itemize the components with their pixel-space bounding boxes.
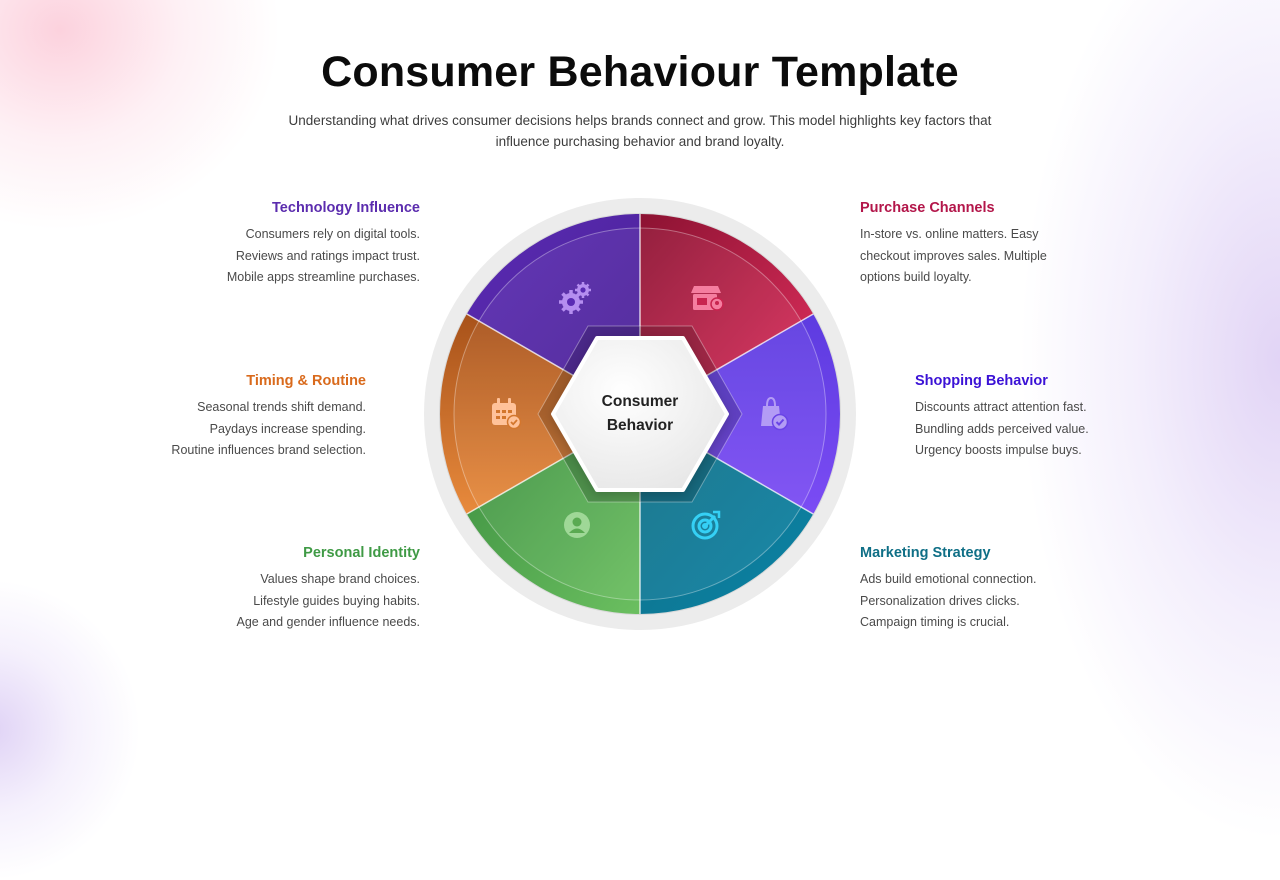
factor-shopping-behavior: Shopping Behavior Discounts attract atte… — [915, 373, 1195, 462]
page-title: Consumer Behaviour Template — [321, 48, 959, 96]
center-hexagon — [551, 336, 729, 492]
calendar-check-icon — [492, 398, 522, 430]
factor-paragraph: In-store vs. online matters. Easy checko… — [860, 227, 1047, 284]
factor-line: Age and gender influence needs. — [236, 615, 420, 629]
gears-icon — [559, 282, 591, 314]
center-label-line2: Behavior — [606, 417, 674, 434]
factor-line: Routine influences brand selection. — [171, 443, 366, 457]
consumer-behavior-wheel: Consumer Behavior — [410, 184, 870, 644]
factor-title: Personal Identity — [303, 545, 420, 561]
factor-line: Consumers rely on digital tools. — [245, 227, 420, 241]
factor-line: Urgency boosts impulse buys. — [915, 443, 1082, 457]
segment-timing-routine[interactable] — [440, 314, 640, 514]
background-violet-glow-bottom-left — [0, 580, 140, 880]
factor-title: Technology Influence — [272, 200, 420, 216]
factor-marketing-strategy: Marketing Strategy Ads build emotional c… — [860, 545, 1140, 634]
factor-line: Ads build emotional connection. — [860, 572, 1037, 586]
factor-line: Bundling adds perceived value. — [915, 421, 1089, 436]
factor-line: Seasonal trends shift demand. — [197, 400, 366, 414]
factor-purchase-channels: Purchase Channels In-store vs. online ma… — [860, 200, 1140, 289]
factor-personal-identity: Personal Identity Values shape brand cho… — [140, 545, 420, 634]
factor-timing-routine: Timing & Routine Seasonal trends shift d… — [86, 373, 366, 462]
shopping-bag-check-icon — [761, 396, 789, 431]
user-circle-icon — [564, 512, 590, 538]
factor-line: Mobile apps streamline purchases. — [226, 270, 420, 284]
factor-technology-influence: Technology Influence Consumers rely on d… — [140, 200, 420, 289]
factor-line: Campaign timing is crucial. — [860, 615, 1010, 629]
center-label-line1: Consumer — [601, 393, 679, 410]
factor-line: Values shape brand choices. — [260, 572, 420, 586]
factor-title: Purchase Channels — [860, 200, 995, 216]
factor-title: Shopping Behavior — [915, 373, 1048, 389]
factor-line: Lifestyle guides buying habits. — [253, 593, 420, 608]
factor-line: Discounts attract attention fast. — [915, 400, 1087, 414]
factor-line: Reviews and ratings impact trust. — [235, 248, 420, 263]
page-subtitle: Understanding what drives consumer decis… — [288, 113, 992, 149]
factor-line: Personalization drives clicks. — [860, 593, 1020, 608]
factor-line: Paydays increase spending. — [209, 421, 366, 436]
center-label: Consumer Behavior — [410, 390, 870, 438]
factor-title: Marketing Strategy — [860, 545, 991, 561]
background-pink-glow — [0, 0, 280, 230]
store-location-icon — [691, 286, 724, 311]
segment-shopping-behavior[interactable] — [640, 314, 840, 514]
target-icon — [691, 510, 721, 540]
factor-title: Timing & Routine — [246, 373, 366, 389]
